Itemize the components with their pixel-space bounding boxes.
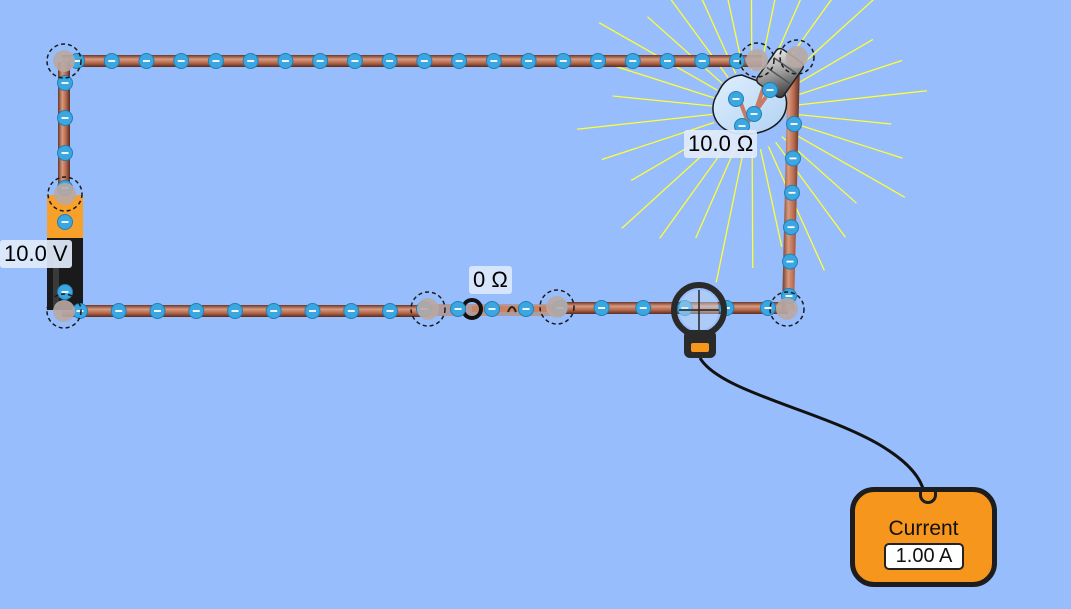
electron-minus-icon — [729, 53, 745, 69]
vertices — [46, 39, 815, 329]
electron-minus-icon — [450, 301, 466, 317]
light-ray — [786, 129, 906, 198]
electron-minus-icon — [762, 82, 778, 98]
switch-resistance-label[interactable]: 0 Ω — [469, 266, 512, 294]
ammeter-body[interactable]: Current 1.00 A — [850, 487, 997, 587]
electron-minus-icon — [343, 303, 360, 319]
dashed-circle-vertex-icon[interactable] — [779, 39, 815, 75]
light-ray — [701, 0, 737, 74]
electron-minus-icon — [485, 53, 502, 69]
electron-minus-icon — [138, 53, 155, 69]
light-ray — [759, 148, 783, 247]
dashed-circle-vertex-icon[interactable] — [46, 293, 82, 329]
light-ray — [715, 149, 745, 283]
electron-minus-icon — [694, 53, 711, 69]
electron-minus-icon — [783, 219, 799, 236]
light-ray — [786, 38, 874, 91]
electron-minus-icon — [57, 214, 73, 230]
electron-minus-icon — [555, 53, 572, 69]
electron-minus-icon — [57, 284, 73, 300]
electron-minus-icon — [382, 303, 398, 319]
electron-minus-icon — [593, 300, 610, 316]
light-ray — [791, 90, 928, 107]
bulb-resistance-label[interactable]: 10.0 Ω — [684, 130, 758, 158]
electron-minus-icon — [57, 145, 73, 161]
wire-top[interactable] — [62, 55, 762, 67]
electron-minus-icon — [518, 301, 534, 317]
electron-minus-icon — [149, 303, 166, 319]
electron-minus-icon — [635, 300, 652, 316]
probe-ring[interactable] — [671, 282, 727, 338]
electron-minus-icon — [277, 53, 294, 69]
probe-indicator — [691, 343, 709, 352]
light-ray — [695, 146, 737, 239]
dashed-circle-vertex-icon[interactable] — [410, 291, 446, 327]
light-ray — [647, 16, 723, 84]
electron-minus-icon — [207, 53, 224, 69]
ammeter-probe[interactable] — [671, 282, 926, 493]
battery-voltage-label[interactable]: 10.0 V — [0, 240, 72, 268]
electron-minus-icon — [451, 53, 468, 69]
electron-minus-icon — [103, 53, 120, 69]
switch-contact — [507, 306, 517, 313]
electron-minus-icon — [746, 106, 762, 122]
dashed-circle-vertex-icon[interactable] — [47, 176, 83, 212]
electrons — [57, 53, 802, 319]
electron-minus-icon — [786, 116, 802, 132]
dashed-circle-vertex-icon[interactable] — [769, 291, 805, 327]
light-ray — [612, 95, 713, 107]
electron-minus-icon — [110, 303, 127, 319]
electron-minus-icon — [624, 53, 641, 69]
light-ray — [576, 113, 713, 130]
light-ray — [659, 142, 730, 239]
light-ray — [791, 113, 892, 125]
electron-minus-icon — [304, 303, 321, 319]
wires — [58, 55, 800, 317]
dashed-circle-vertex-icon[interactable] — [539, 289, 575, 325]
electron-minus-icon — [188, 303, 205, 319]
electron-minus-icon — [265, 303, 282, 319]
ammeter-cable — [698, 357, 926, 493]
battery-shine — [53, 240, 59, 306]
dashed-circle-vertex-icon[interactable] — [46, 43, 82, 79]
electron-minus-icon — [242, 53, 259, 69]
electron-minus-icon — [728, 91, 744, 107]
electron-minus-icon — [416, 53, 433, 69]
electron-minus-icon — [782, 253, 798, 270]
electron-minus-icon — [57, 75, 73, 91]
electron-minus-icon — [227, 303, 243, 319]
electron-minus-icon — [346, 53, 363, 69]
light-ray — [759, 0, 776, 71]
electron-minus-icon — [676, 300, 693, 316]
electron-minus-icon — [520, 53, 537, 69]
ammeter-plug — [919, 492, 937, 504]
electron-minus-icon — [381, 53, 398, 69]
electron-minus-icon — [659, 53, 676, 69]
light-ray — [601, 61, 715, 99]
light-ray — [789, 59, 903, 99]
light-ray — [750, 0, 753, 71]
light-ray — [789, 121, 903, 159]
electron-minus-icon — [173, 53, 190, 69]
ammeter-readout: 1.00 A — [884, 543, 964, 570]
electron-minus-icon — [760, 300, 776, 316]
ammeter-title: Current — [888, 517, 959, 540]
electron-minus-icon — [312, 53, 329, 69]
electron-minus-icon — [785, 150, 801, 167]
electron-minus-icon — [784, 184, 800, 201]
electron-minus-icon — [57, 110, 73, 126]
electron-minus-icon — [484, 301, 500, 317]
light-ray — [601, 121, 715, 161]
light-ray — [751, 149, 754, 269]
dashed-circle-vertex-icon[interactable] — [739, 42, 775, 78]
electron-minus-icon — [590, 53, 607, 69]
